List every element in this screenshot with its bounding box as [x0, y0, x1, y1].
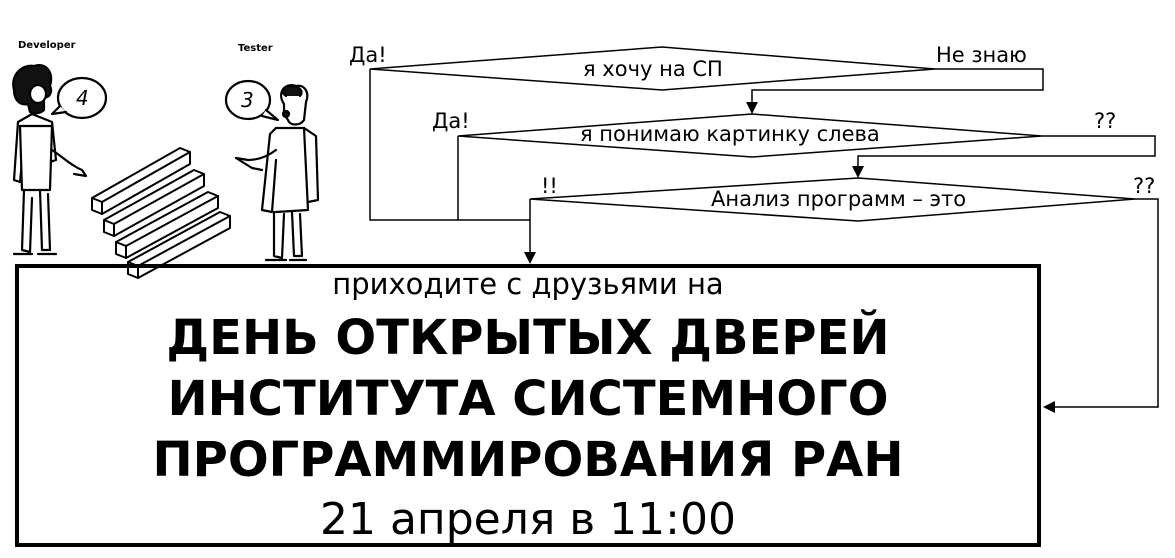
decision-2-text: я понимаю картинку слева: [580, 122, 880, 146]
developer-speech-bubble: [50, 76, 108, 120]
decision-3-text: Анализ программ – это: [711, 187, 967, 211]
developer-label: Developer: [18, 40, 76, 51]
decision-1-other-path: [746, 68, 1044, 114]
tester-label: Tester: [238, 43, 273, 54]
open-day-banner: приходите с друзьями на ДЕНЬ ОТКРЫТЫХ ДВ…: [15, 264, 1041, 547]
banner-date: 21 апреля в 11:00: [319, 494, 736, 545]
decision-1-yes-label: Да!: [349, 43, 387, 67]
planks: [91, 147, 231, 279]
banner-title-line-3: ПРОГРАММИРОВАНИЯ РАН: [152, 432, 904, 488]
developer-bubble-text: 4: [76, 86, 89, 110]
tester-bubble-text: 3: [241, 88, 254, 112]
decision-3-yes-label: !!: [541, 174, 558, 198]
banner-title-line-1: ДЕНЬ ОТКРЫТЫХ ДВЕРЕЙ: [166, 310, 890, 366]
developer-tester-cartoon: [12, 64, 320, 279]
decision-3-other-label: ??: [1133, 174, 1156, 198]
decision-2-other-label: ??: [1094, 109, 1117, 133]
banner-title-line-2: ИНСТИТУТА СИСТЕМНОГО: [167, 371, 889, 427]
decision-2-yes-label: Да!: [432, 109, 470, 133]
tester-speech-bubble: [224, 79, 280, 122]
decision-1-other-label: Не знаю: [936, 43, 1027, 67]
decision-2-other-path: [852, 135, 1156, 178]
developer-figure: [12, 64, 88, 256]
tester-figure: [234, 84, 320, 262]
banner-intro: приходите с друзьями на: [332, 267, 724, 301]
decision-3-other-path: [1043, 198, 1159, 413]
decision-1-text: я хочу на СП: [583, 57, 723, 81]
decision-1-yes-path: [369, 69, 530, 221]
